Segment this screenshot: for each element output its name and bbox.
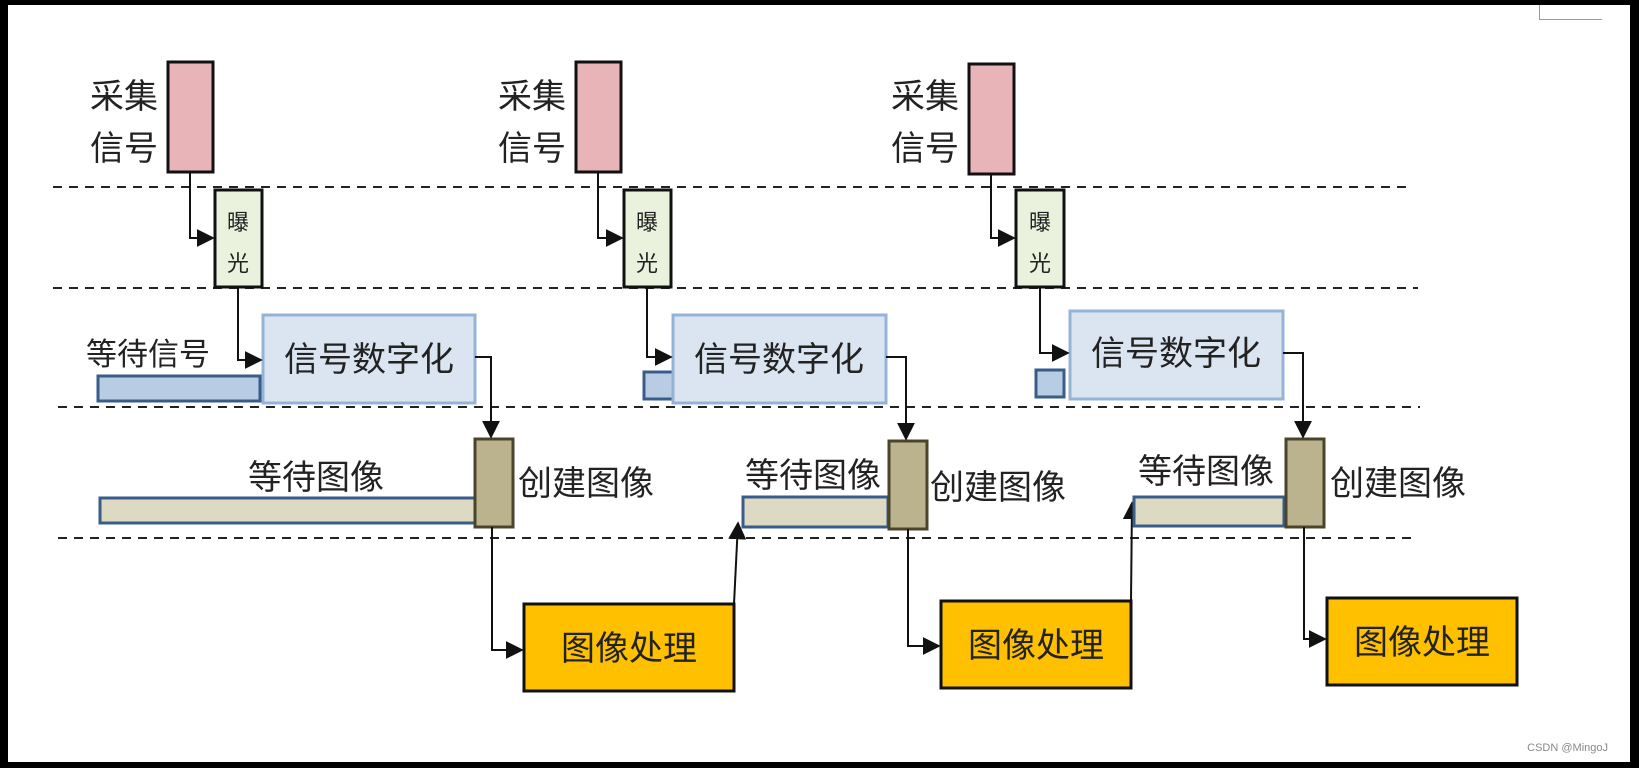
digitize-label: 信号数字化 (284, 340, 454, 380)
exposure-label-line2: 光 (227, 252, 249, 277)
wait-image-label: 等待图像 (248, 458, 384, 498)
process-image-label: 图像处理 (1354, 623, 1490, 663)
wait-image-label: 等待图像 (1138, 452, 1274, 492)
arrow-create-to-process (907, 529, 941, 655)
arrow-create-to-process (1303, 527, 1327, 648)
cycle-2-arrows (597, 172, 1141, 655)
create-image-block (473, 437, 515, 529)
exposure-block (1014, 188, 1066, 289)
process-image-block (1325, 596, 1519, 687)
arrow-acquire-to-exposure (990, 174, 1016, 247)
create-image-label: 创建图像 (1330, 464, 1466, 504)
acquire-label-line2: 信号 (891, 129, 959, 169)
acquire-label-line2: 信号 (90, 129, 158, 169)
cycle-3: 采集 信号 曝 光 信号数字化 等待图像 创建图像 图像处理 (891, 62, 1519, 687)
acquire-label-line2: 信号 (498, 129, 566, 169)
arrow-digitize-to-create (475, 356, 500, 439)
process-image-block (939, 599, 1133, 690)
wait-signal-bar (96, 374, 262, 403)
exposure-label-line1: 曝 (1029, 211, 1051, 236)
cycle-1-arrows (189, 172, 747, 659)
arrow-process-to-wait (728, 521, 747, 605)
cycle-3-arrows (990, 174, 1327, 648)
arrow-exposure-to-digitize (237, 287, 263, 369)
process-image-label: 图像处理 (561, 629, 697, 669)
exposure-label-line1: 曝 (636, 211, 658, 236)
create-image-label: 创建图像 (518, 464, 654, 504)
acquire-label-line1: 采集 (90, 77, 158, 117)
create-image-block (1284, 437, 1326, 529)
wait-signal-bar (642, 370, 676, 401)
arrow-acquire-to-exposure (189, 172, 215, 247)
cycle-1: 采集 信号 曝 光 等待信号 信号数字化 等待图像 创建图像 图像处理 (86, 60, 747, 693)
diagram-frame: 采集 信号 曝 光 等待信号 信号数字化 等待图像 创建图像 图像处理 (8, 5, 1630, 762)
digitize-label: 信号数字化 (694, 340, 864, 380)
arrow-digitize-to-create (886, 356, 915, 441)
arrow-create-to-process (491, 527, 524, 659)
wait-signal-bar (1034, 368, 1066, 399)
exposure-block (213, 188, 264, 289)
watermark: CSDN @MingoJ (1527, 742, 1608, 754)
wait-image-bar (1132, 495, 1286, 528)
digitize-block (671, 313, 888, 405)
arrow-acquire-to-exposure (597, 172, 624, 247)
create-image-block (887, 439, 929, 531)
arrow-exposure-to-digitize (646, 287, 673, 366)
pipeline-timing-diagram: 采集 信号 曝 光 等待信号 信号数字化 等待图像 创建图像 图像处理 (53, 60, 1519, 693)
exposure-label-line2: 光 (636, 252, 658, 277)
arrow-exposure-to-digitize (1039, 287, 1070, 362)
wait-image-label: 等待图像 (745, 456, 881, 496)
arrow-digitize-to-create (1283, 352, 1312, 439)
corner-mark (1539, 5, 1602, 20)
create-image-label: 创建图像 (930, 468, 1066, 508)
cycle-2: 采集 信号 曝 光 信号数字化 等待图像 创建图像 图像处理 (498, 60, 1141, 690)
exposure-label-line1: 曝 (227, 211, 249, 236)
exposure-label-line2: 光 (1029, 252, 1051, 277)
acquire-label-line1: 采集 (891, 77, 959, 117)
wait-image-bar (741, 495, 890, 529)
acquire-signal-block (166, 60, 215, 174)
acquire-signal-block (574, 60, 623, 174)
process-image-block (522, 602, 736, 693)
process-image-label: 图像处理 (968, 626, 1104, 666)
exposure-block (622, 188, 673, 289)
acquire-label-line1: 采集 (498, 77, 566, 117)
digitize-label: 信号数字化 (1091, 334, 1261, 374)
wait-image-bar (98, 496, 477, 525)
arrow-process-to-wait (1122, 501, 1141, 602)
wait-signal-label: 等待信号 (86, 337, 210, 373)
digitize-block (1068, 309, 1285, 401)
digitize-block (261, 313, 477, 405)
acquire-signal-block (967, 62, 1016, 176)
